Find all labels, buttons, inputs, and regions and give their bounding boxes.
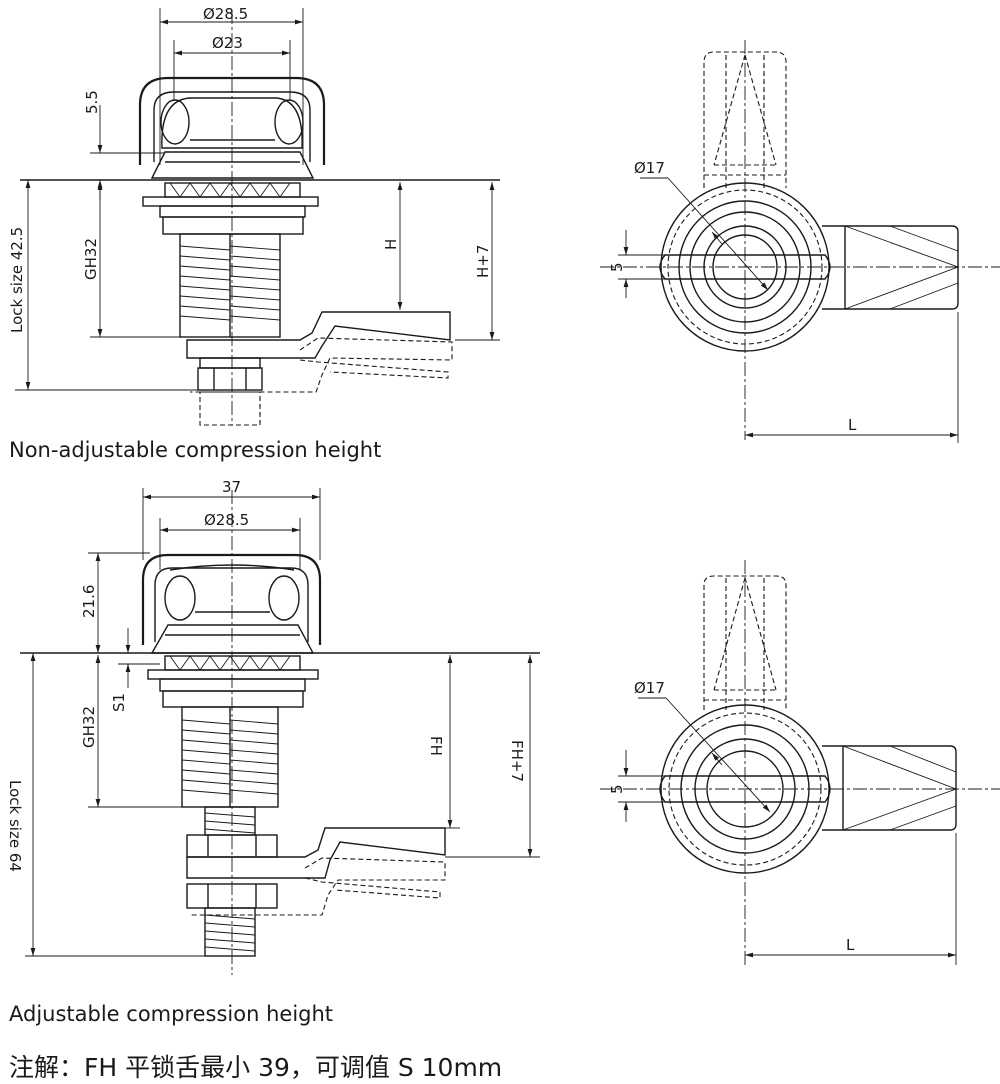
dim-slot: 5 [608, 262, 626, 272]
side-view-non-adjustable: Ø28.5 Ø23 5.5 GH32 Lock size 42.5 H H+7 [8, 5, 500, 426]
caption-non-adjustable: Non-adjustable compression height [9, 438, 382, 462]
dim-outer-dia: Ø28.5 [204, 511, 249, 529]
dim-front-dia: Ø17 [634, 679, 665, 697]
dim-slot: 5 [608, 784, 626, 794]
dim-lock-size: Lock size 64 [6, 780, 24, 872]
dim-inner-dia: Ø23 [212, 34, 243, 52]
dim-head: 5.5 [83, 90, 101, 114]
dim-h: H [382, 239, 400, 250]
dim-thread: GH32 [82, 238, 100, 280]
dim-s: S1 [110, 693, 128, 712]
dim-thread: GH32 [80, 706, 98, 748]
dim-h-plus-7: H+7 [474, 245, 492, 278]
note-text: 注解：FH 平锁舌最小 39，可调值 S 10mm [9, 1053, 503, 1082]
front-view-adjustable: Ø17 5 L [600, 560, 1000, 965]
dim-lock-size: Lock size 42.5 [8, 227, 26, 333]
dim-front-dia: Ø17 [634, 159, 665, 177]
dim-width: 37 [222, 478, 241, 496]
dim-outer-dia: Ø28.5 [203, 5, 248, 23]
dim-fh: FH [427, 736, 445, 756]
dim-head: 21.6 [80, 585, 98, 618]
side-view-adjustable: 37 Ø28.5 21.6 S1 GH32 Lock size 64 FH FH… [6, 478, 540, 975]
dim-fh-plus-7: FH+7 [508, 740, 526, 782]
caption-adjustable: Adjustable compression height [9, 1002, 334, 1026]
front-view-non-adjustable: Ø17 5 L [600, 40, 1000, 443]
dim-length: L [848, 416, 857, 434]
dim-length: L [846, 936, 855, 954]
